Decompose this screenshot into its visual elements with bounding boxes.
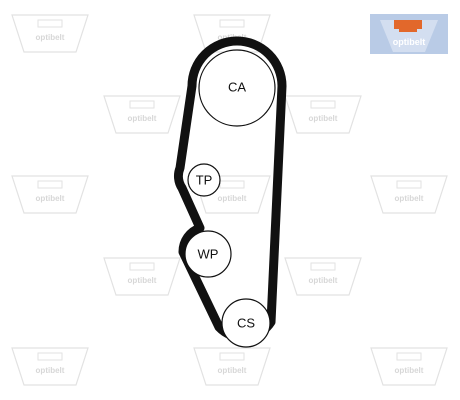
pulley-tp: TP xyxy=(187,163,221,197)
watermark-wordmark: optibelt xyxy=(218,366,247,375)
watermark-wordmark: optibelt xyxy=(395,366,424,375)
watermark-logo: optibelt xyxy=(284,257,362,296)
watermark-logo: optibelt xyxy=(284,95,362,134)
watermark-wordmark: optibelt xyxy=(128,114,157,123)
watermark-wordmark: optibelt xyxy=(36,194,65,203)
watermark-logo: optibelt xyxy=(370,175,448,214)
watermark-wordmark: optibelt xyxy=(309,276,338,285)
watermark-logo: optibelt xyxy=(103,257,181,296)
watermark-wordmark: optibelt xyxy=(395,194,424,203)
pulley-wp: WP xyxy=(184,230,232,278)
optibelt-logo: optibelt xyxy=(370,14,448,54)
watermark-wordmark: optibelt xyxy=(128,276,157,285)
watermark-logo: optibelt xyxy=(11,347,89,386)
watermark-logo: optibelt xyxy=(193,175,271,214)
watermark-wordmark: optibelt xyxy=(36,33,65,42)
pulley-cs-label: CS xyxy=(237,316,255,331)
watermark-wordmark: optibelt xyxy=(36,366,65,375)
pulley-cs: CS xyxy=(221,298,271,348)
watermark-logo: optibelt xyxy=(103,95,181,134)
pulley-ca-label: CA xyxy=(228,80,246,95)
watermark-logo: optibelt xyxy=(11,175,89,214)
pulley-ca: CA xyxy=(198,49,276,127)
watermark-logo: optibelt xyxy=(11,14,89,53)
watermark-wordmark: optibelt xyxy=(218,194,247,203)
pulley-wp-label: WP xyxy=(198,247,219,262)
logo-wordmark: optibelt xyxy=(393,37,426,47)
watermark-wordmark: optibelt xyxy=(309,114,338,123)
watermark-logo: optibelt xyxy=(193,347,271,386)
watermark-logo: optibelt xyxy=(370,347,448,386)
pulley-tp-label: TP xyxy=(196,173,213,188)
